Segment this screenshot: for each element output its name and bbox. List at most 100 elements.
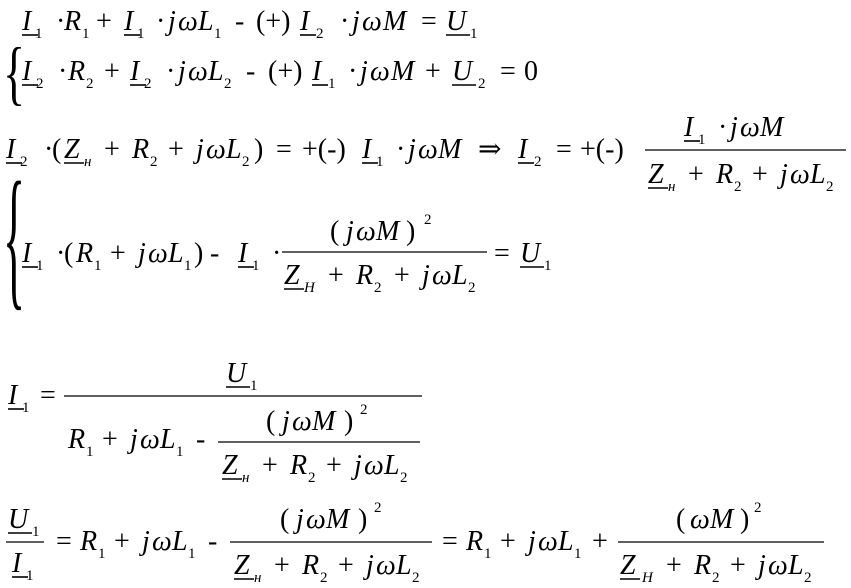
subscript: 1 — [328, 76, 336, 92]
subscript: 2 — [316, 26, 324, 42]
plus-operator: + — [104, 134, 120, 165]
var-R: R — [79, 526, 97, 557]
subscript: 1 — [252, 258, 260, 274]
plusminus-sign: (+) — [268, 56, 302, 87]
subscript: 2 — [242, 154, 250, 170]
subscript: 2 — [224, 76, 232, 92]
subscript: н — [242, 470, 249, 486]
var-R: R — [289, 450, 307, 481]
plus-operator: + — [326, 450, 342, 481]
var-R: R — [301, 550, 319, 581]
var-j: j — [349, 6, 360, 37]
subscript: 2 — [36, 76, 44, 92]
var-U: U — [8, 504, 30, 535]
superscript: 2 — [374, 500, 382, 516]
var-U: U — [446, 6, 468, 37]
var-M: M — [311, 406, 337, 437]
plus-operator: + — [110, 238, 126, 269]
implies-arrow: ⇒ — [478, 134, 501, 165]
equals-sign: = — [56, 526, 72, 557]
var-R: R — [355, 260, 373, 291]
subscript: 1 — [137, 26, 145, 42]
var-R: R — [67, 424, 85, 455]
subscript: 2 — [320, 570, 328, 586]
var-omega: ω — [740, 112, 760, 143]
var-L: L — [395, 550, 412, 581]
var-U: U — [226, 358, 248, 389]
var-L: L — [197, 6, 214, 37]
dot-operator: · — [166, 56, 175, 87]
var-j: j — [279, 406, 290, 437]
subscript: н — [668, 179, 675, 195]
equation-line-2: I 2 · R 2 + I 2 · j ω L 2 - (+) I 1 · j … — [21, 56, 538, 92]
right-paren: ) — [254, 134, 263, 165]
var-Z: Z — [64, 134, 80, 165]
equals-sign: = — [500, 56, 516, 87]
equals-sign: = — [276, 134, 292, 165]
equation-line-5: I 1 = U 1 R 1 + j ω L 1 - ( j ω M ) 2 Z … — [7, 358, 422, 486]
plus-operator: + — [666, 550, 682, 581]
var-j: j — [127, 424, 138, 455]
equation-line-1: I 1 · R 1 + I 1 · j ω L 1 - (+) I 2 · j … — [21, 6, 478, 42]
plus-operator: + — [425, 56, 441, 87]
var-I: I — [517, 134, 529, 165]
dot-operator: · — [56, 238, 65, 269]
var-Z: Z — [222, 450, 238, 481]
var-I: I — [7, 380, 19, 411]
plusminus-sign: +(-) — [302, 134, 346, 165]
var-L: L — [167, 238, 184, 269]
subscript: 2 — [86, 76, 94, 92]
equals-sign: = — [442, 526, 458, 557]
var-omega: ω — [178, 6, 198, 37]
superscript: 2 — [754, 500, 762, 516]
var-I: I — [683, 112, 695, 143]
right-paren: ) — [740, 504, 749, 535]
subscript: 1 — [376, 154, 384, 170]
plus-operator: + — [592, 526, 608, 557]
var-U: U — [520, 238, 542, 269]
subscript: 1 — [82, 26, 90, 42]
equation-system-2: { I 1 · ( R 1 + j ω L 1 ) - I 1 · ( j ω … — [3, 149, 552, 323]
var-omega: ω — [362, 6, 382, 37]
var-j: j — [777, 159, 788, 190]
left-paren: ( — [64, 238, 73, 269]
right-paren: ) — [344, 406, 353, 437]
plus-operator: + — [96, 6, 112, 37]
plus-operator: + — [500, 526, 516, 557]
equals-sign: = — [494, 238, 510, 269]
var-omega: ω — [206, 134, 226, 165]
right-paren: ) — [358, 504, 367, 535]
right-paren: ) — [194, 238, 203, 269]
plus-operator: + — [104, 56, 120, 87]
var-I: I — [299, 6, 311, 37]
subscript: 1 — [214, 26, 222, 42]
system-1-brace: { — [3, 34, 25, 112]
var-M: M — [709, 504, 735, 535]
var-M: M — [390, 56, 416, 87]
plus-operator: + — [328, 260, 344, 291]
var-L: L — [809, 159, 826, 190]
plus-operator: + — [102, 424, 118, 455]
subscript: 2 — [374, 280, 382, 296]
var-M: M — [759, 112, 785, 143]
var-Z: Z — [234, 550, 250, 581]
var-j: j — [727, 112, 738, 143]
dot-operator: · — [718, 112, 727, 143]
var-omega: ω — [148, 238, 168, 269]
subscript: 1 — [22, 400, 30, 416]
minus-operator: - — [196, 424, 205, 455]
var-omega: ω — [376, 550, 396, 581]
superscript: 2 — [360, 402, 368, 418]
var-R: R — [67, 56, 85, 87]
var-L: L — [171, 526, 188, 557]
var-omega: ω — [140, 424, 160, 455]
plusminus-sign: +(-) — [580, 134, 624, 165]
plus-operator: + — [688, 159, 704, 190]
subscript: 2 — [400, 470, 408, 486]
subscript: н — [254, 570, 261, 586]
var-omega: ω — [690, 504, 710, 535]
var-U: U — [452, 56, 474, 87]
plus-operator: + — [168, 134, 184, 165]
var-I: I — [11, 548, 23, 579]
var-I: I — [21, 6, 33, 37]
